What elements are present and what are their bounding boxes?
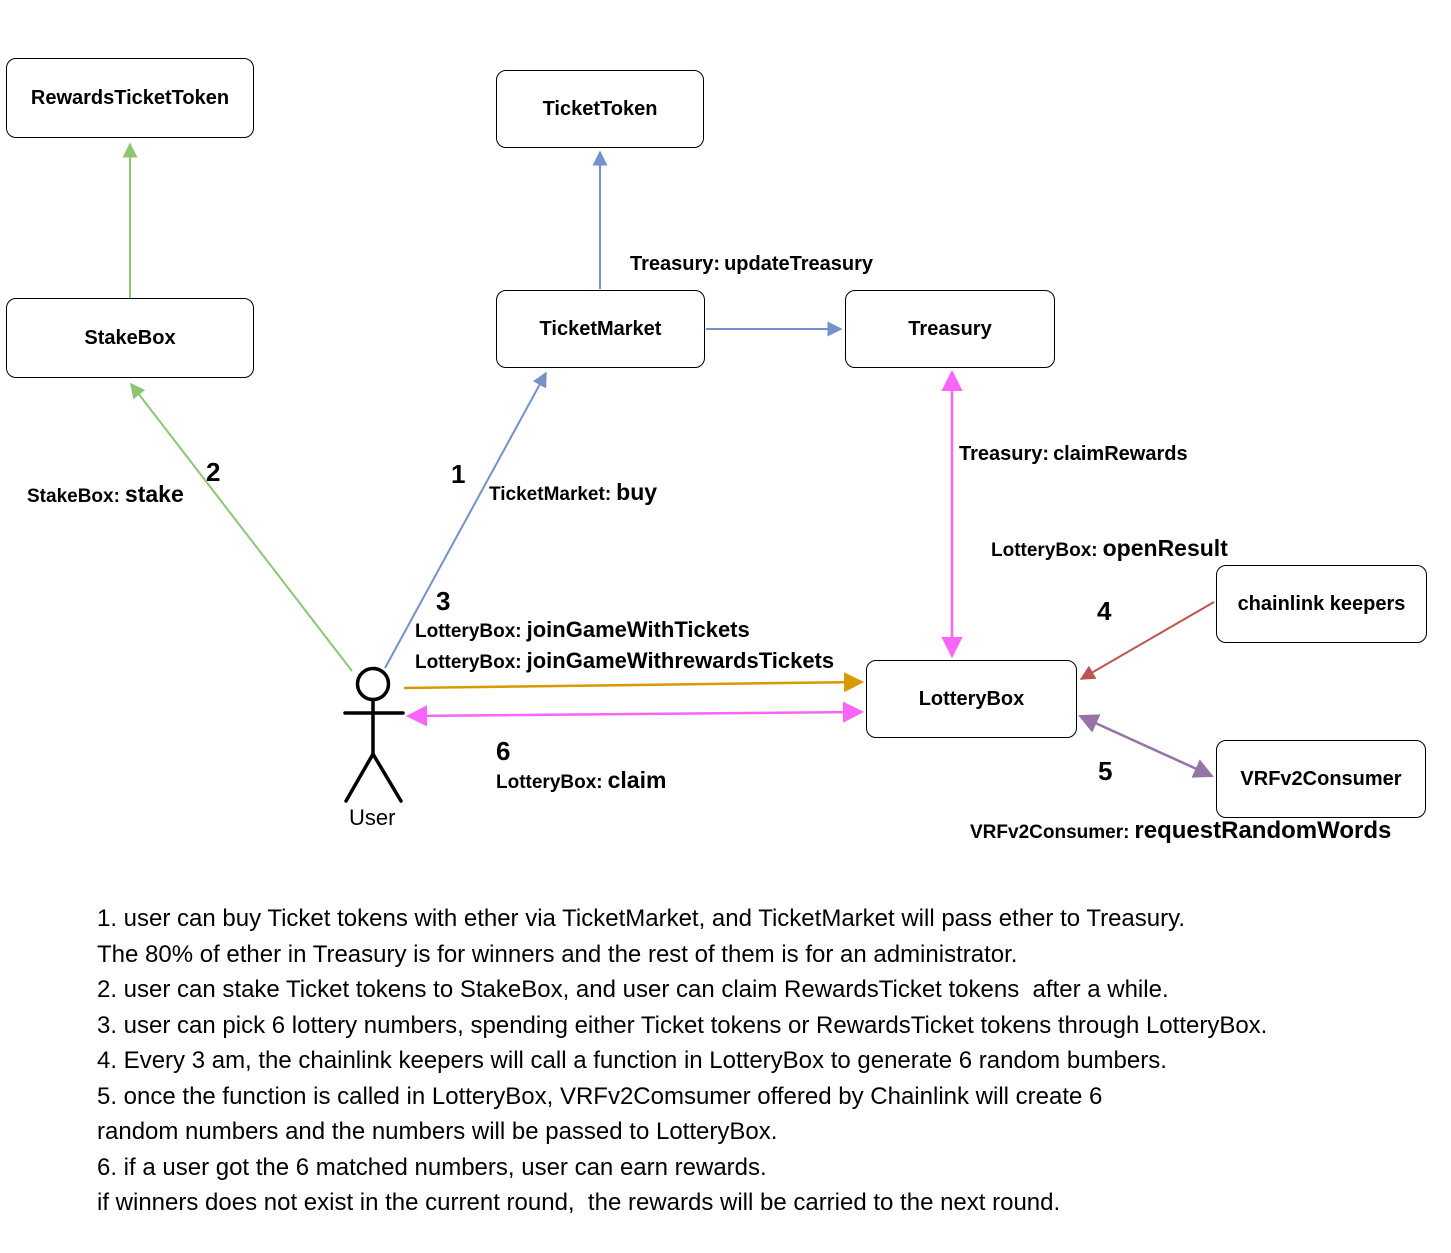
note-line: 5. once the function is called in Lotter…: [97, 1082, 1103, 1110]
edge-user-to-ticketmarket: [384, 371, 547, 669]
edge-label-request-random-words: VRFv2Consumer:requestRandomWords: [970, 817, 1391, 845]
note-line: 4. Every 3 am, the chainlink keepers wil…: [97, 1047, 1167, 1074]
node-tickettoken: TicketToken: [496, 70, 704, 148]
edge-user-lotterybox-claim: [405, 701, 865, 727]
edge-label-join-line1-prefix: LotteryBox:: [415, 621, 522, 642]
edge-label-update-treasury-method: updateTreasury: [724, 253, 874, 275]
node-treasury: Treasury: [845, 290, 1055, 368]
node-vrfv2consumer: VRFv2Consumer: [1216, 740, 1426, 818]
edge-label-buy-prefix: TicketMarket:: [489, 484, 612, 505]
note-line: 6. if a user got the 6 matched numbers, …: [97, 1153, 767, 1181]
edge-label-open-result-method: openResult: [1102, 535, 1228, 561]
edge-label-buy: TicketMarket:buy: [489, 479, 657, 506]
node-chainlink-keepers: chainlink keepers: [1216, 565, 1427, 643]
user-figure: [343, 666, 405, 803]
edge-number-claim: 6: [496, 736, 511, 766]
node-stakebox: StakeBox: [6, 298, 254, 378]
edge-label-buy-method: buy: [616, 479, 658, 505]
edge-label-claim-rewards: Treasury:claimRewards: [959, 443, 1188, 466]
user-left-leg: [344, 752, 375, 803]
edge-label-request-random-words-method: requestRandomWords: [1134, 817, 1392, 844]
edge-user-to-stakebox: [130, 382, 353, 672]
note-line: The 80% of ether in Treasury is for winn…: [97, 940, 1018, 968]
note-line: if winners does not exist in the current…: [97, 1189, 1061, 1216]
edge-lotterybox-vrfv2consumer: [1078, 714, 1214, 778]
edge-label-claim-method: claim: [607, 767, 667, 793]
node-lotterybox: LotteryBox: [866, 660, 1077, 738]
edge-number-vrf: 5: [1098, 756, 1113, 786]
edge-label-update-treasury-prefix: Treasury:: [630, 253, 721, 275]
edge-label-claim-prefix: LotteryBox:: [496, 772, 603, 793]
note-line: 2. user can stake Ticket tokens to Stake…: [97, 976, 1169, 1003]
note-line: 3. user can pick 6 lottery numbers, spen…: [97, 1011, 1268, 1039]
edge-label-stake-prefix: StakeBox:: [27, 486, 120, 507]
user-label: User: [349, 805, 396, 830]
node-rewardstickettoken: RewardsTicketToken: [6, 58, 254, 138]
edge-label-join-line2: LotteryBox:joinGameWithrewardsTickets: [415, 647, 834, 678]
edge-chainlinkkeepers-to-lotterybox: [1079, 601, 1215, 680]
notes-block: 1. user can buy Ticket tokens with ether…: [97, 901, 1267, 1221]
edge-label-join-line1-method: joinGameWithTickets: [526, 617, 750, 642]
user-head: [355, 666, 391, 702]
edge-label-claim-rewards-prefix: Treasury:: [959, 443, 1050, 465]
edge-label-stake-method: stake: [124, 481, 184, 507]
edge-label-join-game: LotteryBox:joinGameWithTickets LotteryBo…: [415, 616, 834, 678]
note-line: 1. user can buy Ticket tokens with ether…: [97, 905, 1186, 932]
edge-number-buy: 1: [451, 459, 466, 489]
edge-number-stake: 2: [206, 457, 221, 487]
edge-number-join: 3: [436, 586, 451, 616]
edge-label-update-treasury: Treasury:updateTreasury: [630, 253, 873, 276]
edge-label-open-result: LotteryBox:openResult: [991, 535, 1228, 562]
edge-label-claim: LotteryBox:claim: [496, 767, 666, 794]
node-ticketmarket: TicketMarket: [496, 290, 705, 368]
edge-label-request-random-words-prefix: VRFv2Consumer:: [970, 822, 1130, 843]
edge-label-claim-rewards-method: claimRewards: [1053, 443, 1188, 465]
edge-label-stake: StakeBox:stake: [27, 481, 184, 508]
user-right-leg: [371, 752, 403, 803]
edge-label-join-line2-method: joinGameWithrewardsTickets: [526, 648, 835, 673]
edge-label-join-line1: LotteryBox:joinGameWithTickets: [415, 616, 834, 647]
edge-user-to-lotterybox-join: [403, 672, 864, 693]
note-line: random numbers and the numbers will be p…: [97, 1118, 778, 1145]
edge-number-keepers: 4: [1097, 596, 1112, 626]
edge-label-open-result-prefix: LotteryBox:: [991, 540, 1098, 561]
edge-label-join-line2-prefix: LotteryBox:: [415, 652, 522, 673]
